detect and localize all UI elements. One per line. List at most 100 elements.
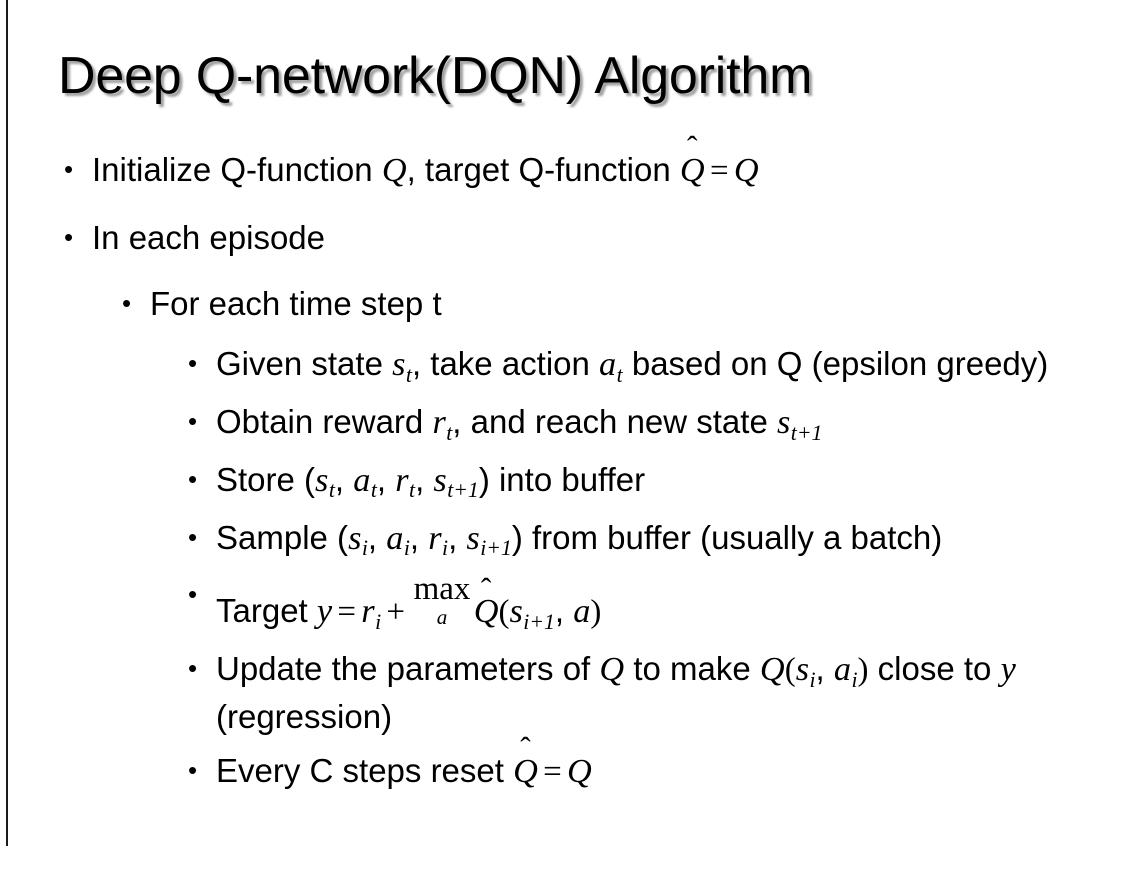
math-subscript: t — [446, 420, 453, 445]
text-fragment: , — [815, 650, 834, 688]
math-var-q2: Q — [733, 151, 759, 189]
bullet-icon: • — [188, 653, 198, 684]
math-var-r: r — [428, 518, 442, 557]
list-item: • Initialize Q-function Q, target Q-func… — [0, 148, 1124, 194]
math-var-q2: Q — [759, 650, 785, 689]
list-item: • Store (st, at, rt, st+1) into buffer — [0, 458, 1124, 506]
text-fragment: ) into buffer — [478, 460, 646, 498]
math-var-qhat: ̂Q — [474, 589, 499, 635]
math-max-label: max — [413, 571, 471, 608]
list-item-text: Every C steps reset ̂Q=Q — [216, 749, 1094, 795]
math-var-s: s — [315, 460, 329, 499]
math-subscript: t — [405, 362, 412, 387]
bullet-icon: • — [188, 463, 198, 494]
math-subscript: i — [403, 536, 410, 561]
text-fragment: , — [415, 460, 434, 498]
math-var-base: Q — [473, 592, 499, 631]
math-var-r: r — [432, 403, 446, 442]
list-item-text: Obtain reward rt, and reach new state st… — [216, 400, 1094, 448]
math-op-plus: + — [386, 594, 406, 631]
slide-left-rule — [6, 0, 8, 846]
math-subscript: i — [851, 667, 858, 692]
bullet-icon: • — [122, 288, 132, 319]
list-item-text: Given state st, take action at based on … — [216, 342, 1094, 390]
math-var-y: y — [1000, 650, 1016, 689]
math-var-base: Q — [679, 151, 705, 189]
math-subscript: t — [328, 478, 335, 503]
text-fragment: Given state — [216, 345, 393, 383]
math-subscript: i+1 — [480, 536, 512, 561]
math-subscript: t — [370, 478, 377, 503]
text-fragment: , — [554, 592, 574, 630]
math-subscript: i — [361, 536, 368, 561]
text-fragment: to make — [624, 650, 760, 688]
list-item: • Obtain reward rt, and reach new state … — [0, 400, 1124, 448]
list-item: • In each episode — [0, 216, 1124, 260]
page-title: Deep Q-network(DQN) Algorithm — [58, 47, 813, 105]
math-var-r: r — [395, 460, 409, 499]
text-fragment: Target — [216, 592, 317, 630]
list-item-text: For each time step t — [150, 285, 442, 323]
text-fragment: ) from buffer (usually a batch) — [511, 518, 943, 556]
text-fragment: , target Q-function — [406, 151, 680, 188]
text-fragment: Obtain reward — [216, 403, 433, 441]
math-var-s-next: s — [509, 592, 523, 631]
text-fragment: , — [409, 518, 429, 556]
math-var-q: Q — [599, 650, 625, 689]
math-var-s: s — [776, 403, 791, 442]
list-item-text: In each episode — [92, 218, 326, 256]
bullet-icon: • — [188, 406, 198, 437]
list-item: • Given state st, take action at based o… — [0, 342, 1124, 390]
math-op-equals: = — [543, 753, 562, 790]
math-var-qhat: ̂Q — [513, 749, 538, 795]
math-var-s: s — [348, 518, 362, 557]
math-var-q: Q — [567, 751, 592, 790]
text-fragment: close to — [868, 650, 1001, 688]
text-fragment: Every C steps reset — [216, 751, 514, 789]
math-var-base: Q — [513, 751, 538, 790]
math-subscript: t — [616, 362, 623, 387]
math-max-limit: a — [436, 604, 448, 629]
bullet-icon: • — [64, 221, 74, 252]
math-paren-open: ( — [498, 594, 510, 631]
text-fragment: , take action — [411, 345, 600, 383]
math-subscript: i — [809, 667, 816, 692]
text-fragment: Initialize Q-function — [92, 151, 382, 188]
math-var-s-next: s — [466, 518, 480, 557]
math-subscript: t — [409, 478, 416, 503]
text-fragment: based on Q (epsilon greedy) — [622, 345, 1049, 383]
math-var-qhat: ̂Q — [680, 148, 705, 194]
math-subscript: i+1 — [523, 609, 555, 634]
list-item-text: Sample (si, ai, ri, si+1) from buffer (u… — [216, 516, 1094, 564]
list-item-text: Update the parameters of Q to make Q(si,… — [216, 647, 1094, 739]
math-subscript: i — [442, 536, 449, 561]
text-fragment: (regression) — [216, 697, 393, 735]
math-var-r: r — [361, 592, 375, 631]
text-fragment: , — [334, 460, 354, 498]
list-item: • For each time step t — [0, 282, 1124, 326]
bullet-icon: • — [188, 579, 198, 610]
math-var-q: Q — [381, 151, 407, 189]
list-item: • Sample (si, ai, ri, si+1) from buffer … — [0, 516, 1124, 564]
math-op-equals: = — [337, 594, 357, 631]
math-var-y: y — [316, 592, 333, 631]
math-paren-close: ) — [590, 594, 602, 631]
math-var-a: a — [353, 460, 371, 499]
text-fragment: Update the parameters of — [216, 650, 600, 688]
math-var-a: a — [599, 345, 617, 384]
bullet-icon: • — [64, 154, 74, 184]
math-var-a: a — [386, 518, 404, 557]
list-item: • Update the parameters of Q to make Q(s… — [0, 647, 1124, 739]
math-var-a: a — [573, 592, 591, 631]
bullet-icon: • — [188, 348, 198, 379]
math-var-a: a — [833, 650, 852, 689]
text-fragment: , — [376, 460, 396, 498]
bullet-icon: • — [188, 521, 198, 552]
text-fragment: , — [367, 518, 387, 556]
math-var-s: s — [795, 650, 810, 689]
list-item-text: Target y=ri+maxâQ(si+1, a) — [216, 573, 1094, 637]
math-var-s-next: s — [433, 460, 447, 499]
bullet-list: • Initialize Q-function Q, target Q-func… — [0, 148, 1124, 805]
